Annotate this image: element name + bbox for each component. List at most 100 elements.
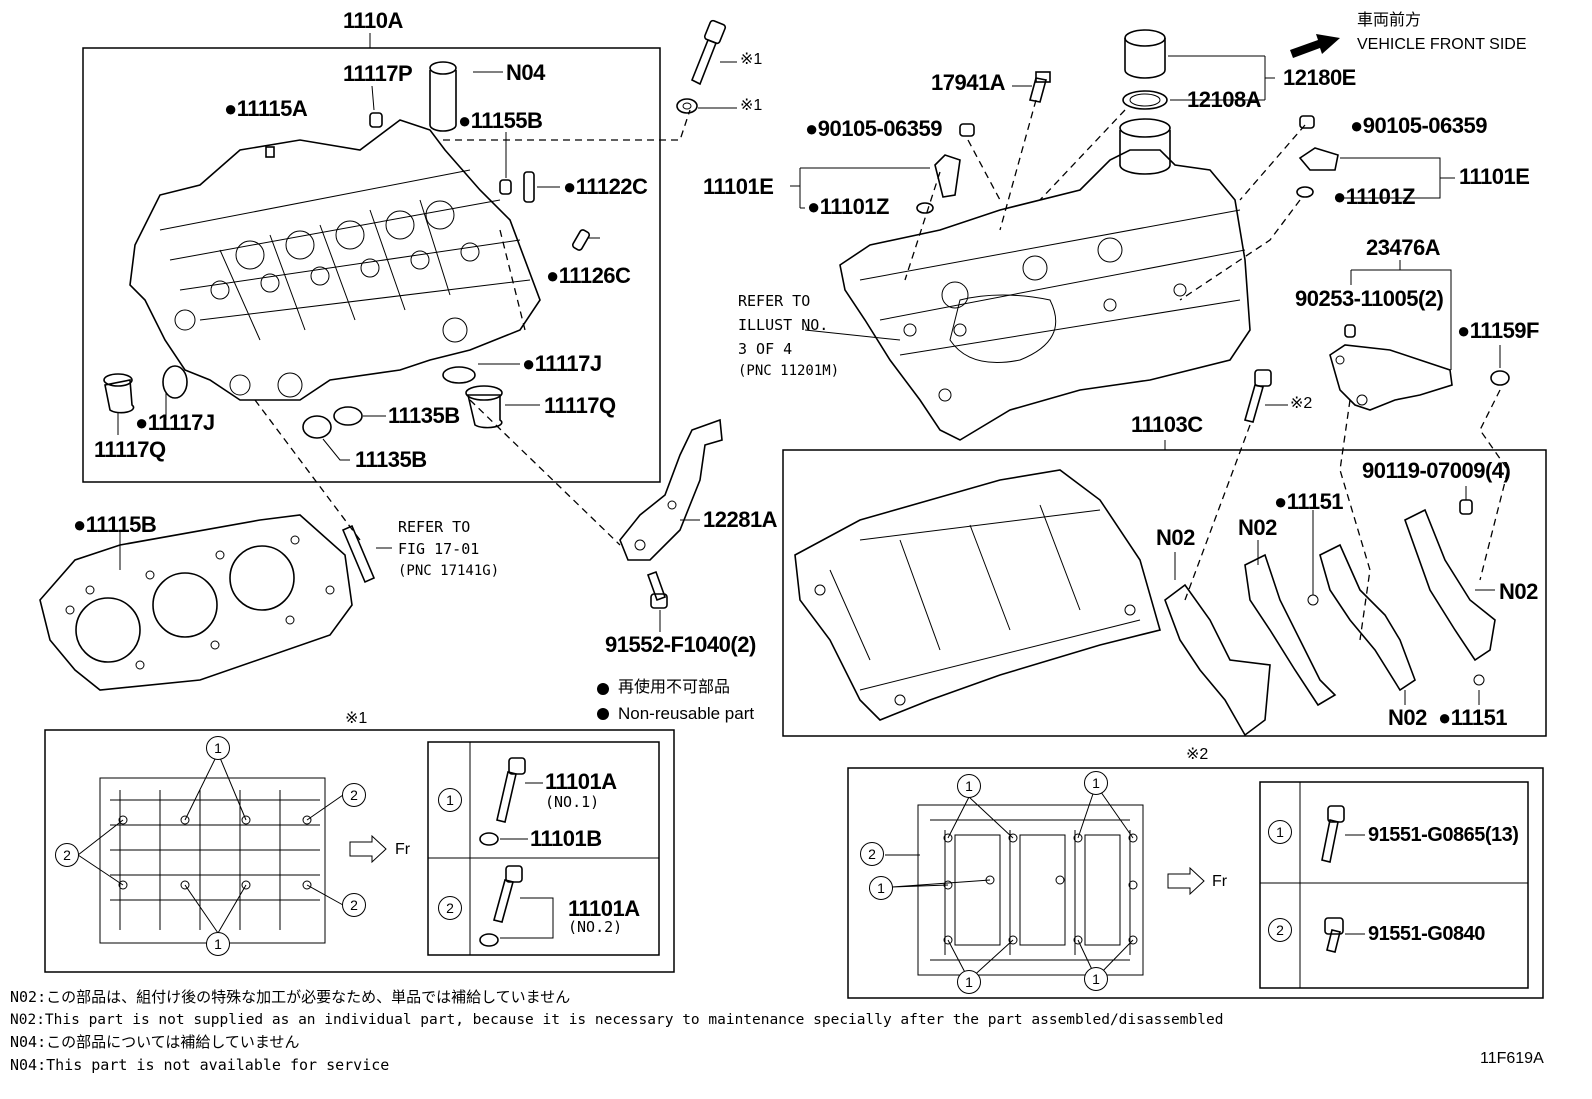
detail2-callout-1: 1 <box>957 774 981 798</box>
label-11117J-right: ●11117J <box>522 351 602 376</box>
label-11101E-right: 11101E <box>1459 164 1530 189</box>
bearing-cap-leaders <box>1174 510 1495 705</box>
pcv-valve <box>1012 71 1051 103</box>
detail1-callout-2: 2 <box>55 843 79 867</box>
oil-seal <box>1490 370 1510 386</box>
legend-jp: 再使用不可部品 <box>618 679 731 696</box>
label-11101E-left: 11101E <box>703 174 774 199</box>
detail2-title: ※2 <box>1186 746 1209 763</box>
label-N02-d: N02 <box>1388 705 1427 730</box>
refer-fig-line2: FIG 17-01 <box>398 540 480 558</box>
label-11155B: ●11155B <box>458 108 543 133</box>
refer-fig-line1: REFER TO <box>398 518 471 536</box>
label-11101Z-left: ●11101Z <box>807 194 889 219</box>
oil-pump-cover <box>1329 260 1453 411</box>
refer-illust-line3: 3 OF 4 <box>738 340 793 358</box>
label-11117Q-left: 11117Q <box>94 437 166 462</box>
label-90119-07009: 90119-07009(4) <box>1362 458 1511 483</box>
vehicle-front-en: VEHICLE FRONT SIDE <box>1357 36 1527 53</box>
label-91552-F1040: 91552-F1040(2) <box>605 632 756 657</box>
label-17941A: 17941A <box>931 70 1006 95</box>
detail2-row1-num: 1 <box>1268 820 1292 844</box>
head-small-parts <box>103 61 591 439</box>
detail2-row2-part: 91551-G0840 <box>1368 923 1485 945</box>
detail1-callout-lines <box>77 752 344 934</box>
engine-hanger-bracket <box>619 418 723 561</box>
label-11115B: ●11115B <box>73 512 157 537</box>
label-23476A: 23476A <box>1366 235 1441 260</box>
detail1-fr-arrow-icon <box>349 834 387 864</box>
detail1-head-drawing <box>99 777 326 944</box>
head-bolt <box>676 19 737 114</box>
label-90105-left: ●90105-06359 <box>805 116 942 141</box>
label-11117J-left: ●11117J <box>135 410 215 435</box>
bearing-cap-frame-drawing <box>794 469 1161 721</box>
cam-cover-drawing <box>839 118 1251 441</box>
diagram-id: 11F619A <box>1480 1050 1544 1067</box>
detail1-row1-num: 1 <box>438 788 462 812</box>
label-11117P: 11117P <box>343 61 413 86</box>
detail1-callout-2: 2 <box>342 783 366 807</box>
detail1-callout-1: 1 <box>206 932 230 956</box>
label-star1-washer: ※1 <box>740 97 763 114</box>
label-N02-c: N02 <box>1499 579 1538 604</box>
detail2-bolt-1 <box>1321 805 1365 863</box>
note-n02-jp: N02:この部品は、組付け後の特殊な加工が必要なため、単品では補給していません <box>10 988 571 1006</box>
detail2-callout-lines <box>885 784 1134 981</box>
label-11101Z-right: ●11101Z <box>1333 184 1415 209</box>
label-12281A: 12281A <box>703 507 778 532</box>
detail1-fr: Fr <box>395 841 411 858</box>
label-11135B-2: 11135B <box>355 447 427 472</box>
label-11151-bottom: ●11151 <box>1438 705 1508 730</box>
vehicle-front-jp: 車両前方 <box>1357 12 1422 29</box>
detail1-row2-sub: (NO.2) <box>568 918 623 936</box>
note-n04-jp: N04:この部品については補給していません <box>10 1033 300 1051</box>
label-11151-top: ●11151 <box>1274 489 1344 514</box>
detail2-fr: Fr <box>1212 873 1228 890</box>
head-leaders <box>117 71 600 461</box>
label-11117Q-right: 11117Q <box>544 393 616 418</box>
label-90253-11005: 90253-11005(2) <box>1295 286 1444 311</box>
label-N02-a: N02 <box>1156 525 1195 550</box>
bearing-caps <box>1164 486 1496 737</box>
oil-filler-cap <box>1122 29 1275 110</box>
detail2-frame <box>847 767 1544 999</box>
detail2-frame-drawing <box>917 804 1144 976</box>
refer-fig-line3: (PNC 17141G) <box>398 563 500 579</box>
label-11126C: ●11126C <box>546 263 631 288</box>
cylinder-head-frame <box>82 47 661 483</box>
bearing-cap-bolt <box>1244 369 1288 423</box>
detail1-row1-washer: 11101B <box>530 826 602 851</box>
detail2-callout-2: 2 <box>860 842 884 866</box>
label-90105-right: ●90105-06359 <box>1350 113 1487 138</box>
label-11122C: ●11122C <box>563 174 648 199</box>
label-star2: ※2 <box>1290 395 1313 412</box>
refer-illust-line1: REFER TO <box>738 292 811 310</box>
refer-illust-line2: ILLUST NO. <box>738 316 829 334</box>
front-arrow-icon <box>1290 34 1340 58</box>
label-11103C: 11103C <box>1131 412 1203 437</box>
head-gasket <box>39 514 353 691</box>
label-12180E: 12180E <box>1283 65 1356 90</box>
note-n02-en: N02:This part is not supplied as an indi… <box>10 1012 1224 1028</box>
detail1-frame <box>44 729 675 973</box>
cam-sensor-left <box>790 123 975 214</box>
label-1110A: 1110A <box>343 8 403 33</box>
detail1-row1-part: 11101A <box>545 769 617 794</box>
label-11115A: ●11115A <box>224 96 308 121</box>
detail2-callout-1: 1 <box>1084 771 1108 795</box>
legend-en: Non-reusable part <box>618 704 755 723</box>
detail1-callout-2: 2 <box>342 893 366 917</box>
detail2-bolt-2 <box>1324 917 1365 953</box>
refer-illust-line4: (PNC 11201M) <box>738 363 840 379</box>
label-N02-b: N02 <box>1238 515 1277 540</box>
label-12108A: 12108A <box>1187 87 1262 112</box>
label-11135B-1: 11135B <box>388 403 460 428</box>
detail1-title: ※1 <box>345 710 368 727</box>
legend-dot-jp <box>597 683 609 695</box>
detail1-bolt-1 <box>479 757 543 846</box>
label-N04: N04 <box>506 60 545 85</box>
detail2-row2-num: 2 <box>1268 918 1292 942</box>
detail1-callout-1: 1 <box>206 736 230 760</box>
